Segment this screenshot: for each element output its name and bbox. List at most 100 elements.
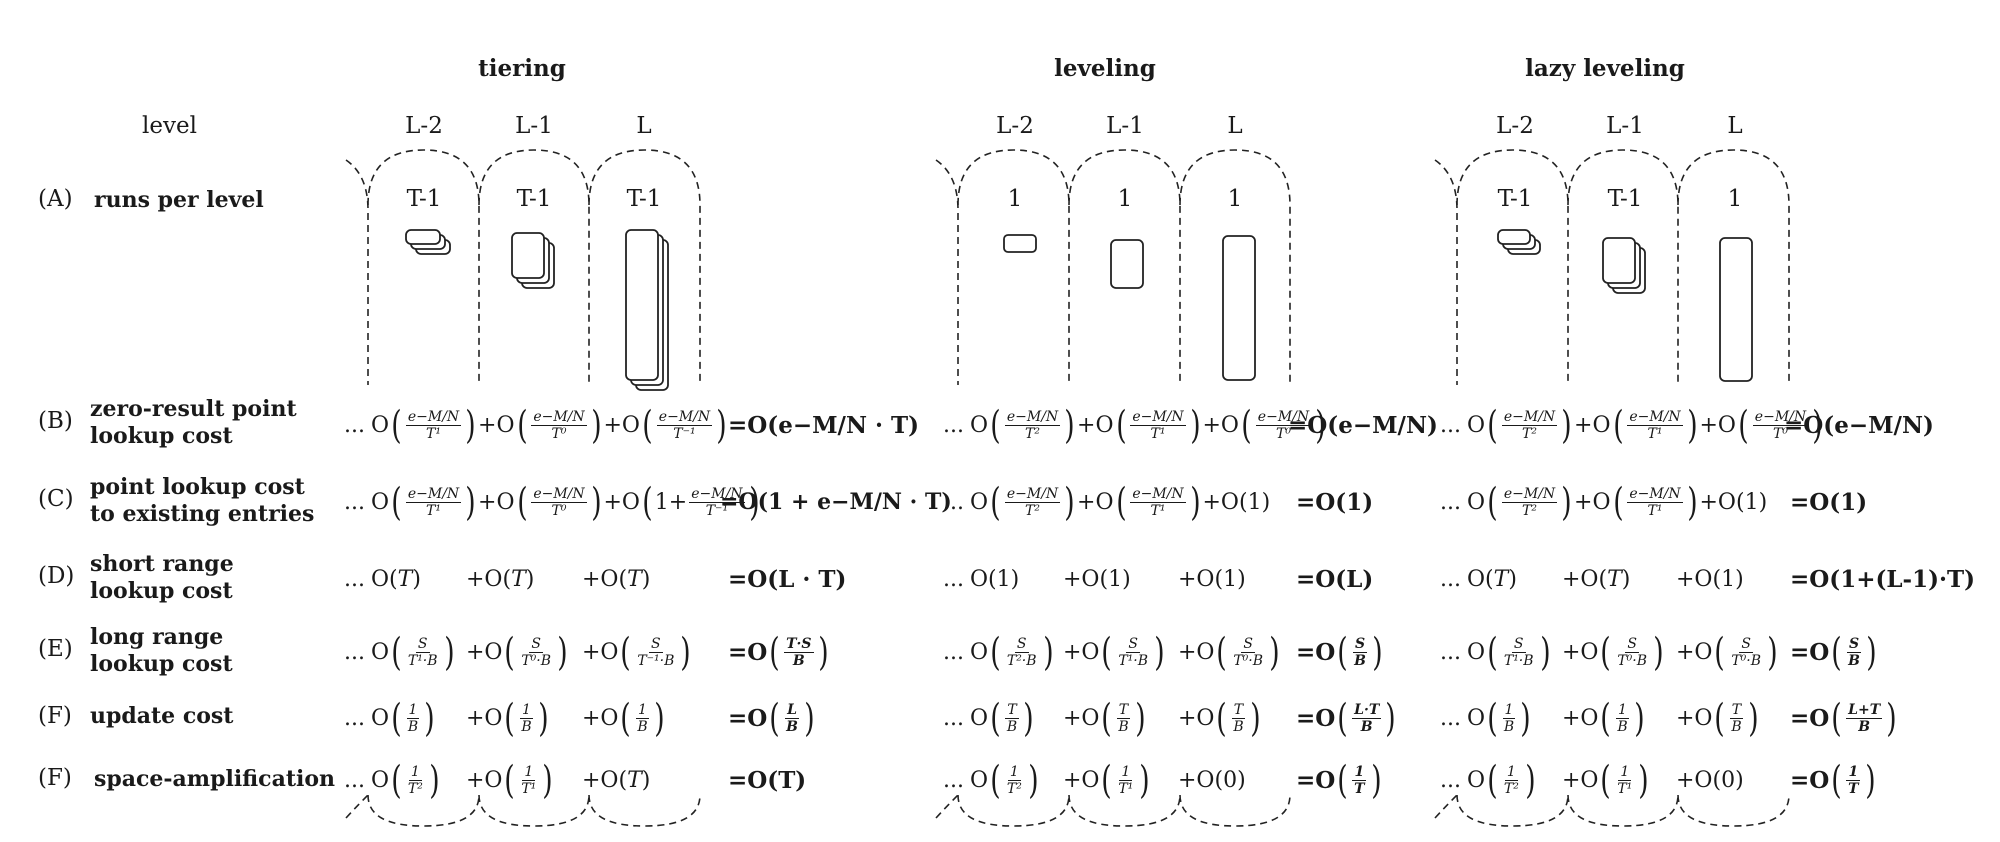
- result-c-tiering: =O(1 + e−M/N · T): [720, 489, 952, 515]
- run-count: 1: [1227, 186, 1243, 212]
- run-single-large: [1222, 235, 1256, 381]
- level-boundary-arch: [935, 159, 959, 385]
- term-d-leveling: +O(1): [1063, 566, 1131, 592]
- row-label-update-cost: update cost: [90, 703, 234, 729]
- run-stack-medium: [511, 232, 545, 279]
- result-d-tiering: =O(L · T): [728, 565, 847, 593]
- result-d-leveling: =O(L): [1296, 565, 1374, 593]
- term-d-tiering: +O(T): [582, 566, 651, 592]
- bottom-arch: [345, 794, 369, 819]
- row-letter: (E): [38, 636, 73, 662]
- term-d-tiering: +O(T): [466, 566, 535, 592]
- term-g-leveling: +O(0): [1178, 767, 1246, 793]
- term-d-tiering: ...O(T): [344, 566, 421, 592]
- run-stack-large: [625, 229, 659, 381]
- bottom-arch: [1567, 794, 1679, 827]
- run-stack-small: [405, 229, 441, 245]
- level-arch: [1179, 149, 1291, 385]
- level-header: L: [1227, 113, 1243, 139]
- row-letter: (A): [38, 186, 73, 212]
- result-b-tiering: =O(e−M/N · T): [728, 411, 919, 439]
- bottom-arch: [957, 794, 1070, 827]
- term-d-lazy: ...O(T): [1440, 566, 1517, 592]
- run-count: 1: [1007, 186, 1023, 212]
- result-c-lazy: =O(1): [1790, 488, 1868, 516]
- bottom-arch: [1068, 794, 1181, 827]
- row-letter: (D): [38, 563, 75, 589]
- level-header: L-2: [405, 113, 443, 139]
- term-g-lazy: +O(0): [1676, 767, 1744, 793]
- bottom-arch: [1434, 794, 1458, 819]
- term-d-leveling: ...O(1): [943, 566, 1020, 592]
- bottom-arch: [588, 794, 701, 827]
- row-letter: (B): [38, 408, 73, 434]
- level-boundary-arch: [1434, 159, 1458, 385]
- run-single-medium: [1110, 239, 1144, 289]
- run-count: T-1: [1497, 186, 1533, 212]
- level-arch: [1456, 149, 1569, 385]
- level-arch: [957, 149, 1070, 385]
- level-header: L: [1727, 113, 1743, 139]
- run-stack-medium: [1602, 237, 1636, 284]
- bottom-arch: [478, 794, 590, 827]
- level-header: L-2: [996, 113, 1034, 139]
- term-d-leveling: +O(1): [1178, 566, 1246, 592]
- result-g-tiering: =O(T): [728, 766, 807, 794]
- row-label-space-amp: space-amplification: [94, 766, 336, 792]
- run-count: T-1: [516, 186, 552, 212]
- row-letter: (F): [38, 765, 72, 791]
- run-stack-small: [1497, 229, 1531, 245]
- level-arch: [478, 149, 590, 385]
- bottom-arch: [367, 794, 480, 827]
- result-b-lazy: =O(e−M/N): [1784, 411, 1934, 439]
- row-letter: (C): [38, 486, 74, 512]
- level-boundary-arch: [345, 159, 369, 385]
- title-leveling: leveling: [1054, 55, 1156, 82]
- level-label: level: [142, 113, 197, 139]
- result-d-lazy: =O(1+(L-1)·T): [1790, 565, 1975, 593]
- row-letter: (F): [38, 703, 72, 729]
- bottom-arch: [1456, 794, 1569, 827]
- run-count: T-1: [626, 186, 662, 212]
- level-arch: [588, 149, 701, 385]
- row-label-runs: runs per level: [94, 187, 264, 213]
- level-arch: [1677, 149, 1790, 385]
- term-d-lazy: +O(1): [1676, 566, 1744, 592]
- title-lazy-leveling: lazy leveling: [1525, 55, 1685, 82]
- level-arch: [1068, 149, 1181, 385]
